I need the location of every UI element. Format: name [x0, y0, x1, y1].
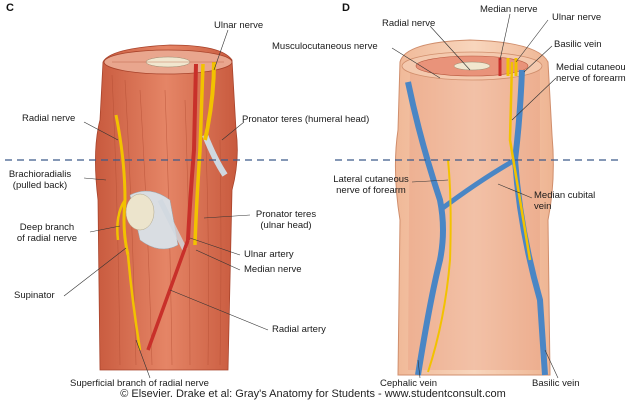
label-ulnar-artery: Ulnar artery	[244, 249, 294, 260]
label-median-nerve-d: Median nerve	[480, 4, 538, 15]
label-median-cubital: Median cubital vein	[534, 190, 595, 212]
label-medial-cutaneous-line1: Medial cutaneous	[556, 62, 626, 73]
label-lateral-cutaneous-line2: nerve of forearm	[336, 185, 406, 196]
label-cephalic-vein: Cephalic vein	[380, 378, 438, 389]
panel-letter-c: C	[6, 2, 14, 14]
label-medial-cutaneous: Medial cutaneous nerve of forearm	[556, 62, 626, 84]
label-radial-artery: Radial artery	[272, 324, 326, 335]
copyright-credit: © Elsevier. Drake et al: Gray's Anatomy …	[120, 388, 506, 400]
label-median-cubital-line1: Median cubital	[534, 190, 596, 201]
label-medial-cutaneous-line2: nerve of forearm	[556, 73, 626, 84]
label-median-cubital-line2: vein	[534, 201, 552, 212]
label-radial-nerve-c: Radial nerve	[22, 113, 76, 124]
label-pronator-teres-humeral: Pronator teres (humeral head)	[242, 114, 370, 125]
leader-lines-d	[391, 13, 559, 379]
label-basilic-vein-top: Basilic vein	[554, 39, 602, 50]
label-lateral-cutaneous-line1: Lateral cutaneous	[333, 174, 409, 185]
label-deep-branch-line2: of radial nerve	[16, 233, 78, 244]
label-ulnar-nerve-c: Ulnar nerve	[214, 20, 264, 31]
label-basilic-vein-bottom: Basilic vein	[532, 378, 580, 389]
label-pronator-teres-ulnar-line2: (ulnar head)	[260, 220, 312, 231]
label-deep-branch: Deep branch of radial nerve	[6, 222, 88, 244]
label-lateral-cutaneous: Lateral cutaneous nerve of forearm	[330, 174, 412, 196]
leader-lines-c	[63, 29, 269, 379]
label-median-nerve-c: Median nerve	[244, 264, 302, 275]
label-brachioradialis: Brachioradialis (pulled back)	[0, 169, 80, 191]
panel-d-arm	[394, 39, 554, 376]
label-supinator: Supinator	[14, 290, 55, 301]
label-pronator-teres-ulnar: Pronator teres (ulnar head)	[246, 209, 326, 231]
label-ulnar-nerve-d: Ulnar nerve	[552, 12, 602, 23]
label-pronator-teres-ulnar-line1: Pronator teres	[255, 209, 317, 220]
label-brachioradialis-line1: Brachioradialis	[8, 169, 72, 180]
panel-c-arm	[95, 44, 238, 371]
label-radial-nerve-d: Radial nerve	[382, 18, 436, 29]
label-musculocutaneous: Musculocutaneous nerve	[272, 41, 378, 52]
label-brachioradialis-line2: (pulled back)	[12, 180, 68, 191]
panel-letter-d: D	[342, 2, 350, 14]
label-superficial-branch: Superficial branch of radial nerve	[70, 378, 209, 389]
label-deep-branch-line1: Deep branch	[19, 222, 75, 233]
